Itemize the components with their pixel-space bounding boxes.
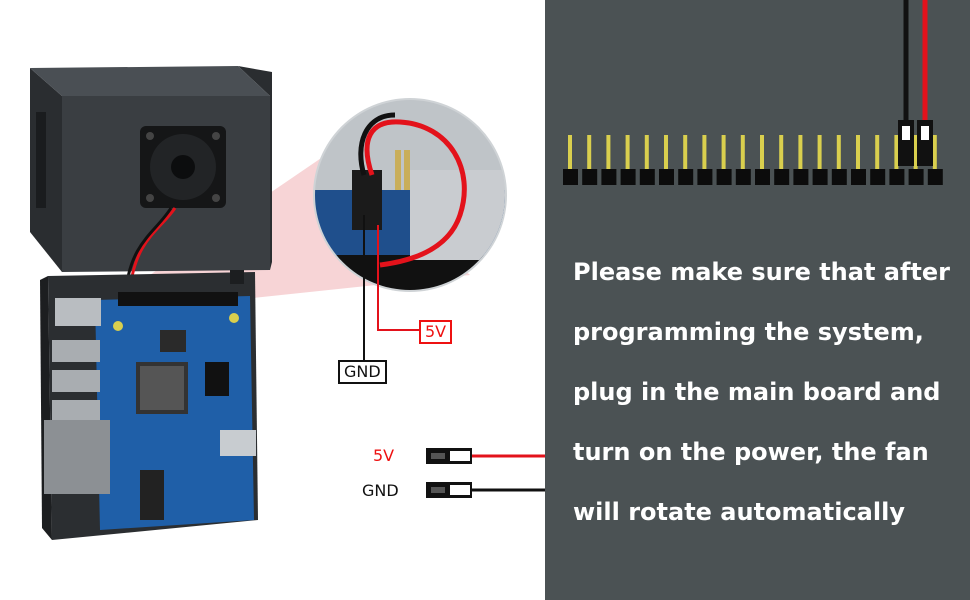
gpio-pin-base	[812, 169, 828, 185]
product-photo-panel: GND 5V 5V GND	[30, 66, 545, 540]
gpio-pin	[779, 135, 784, 169]
instruction-line: plug in the main board and	[573, 378, 941, 406]
usb-ports	[52, 298, 101, 422]
gpio-pin	[702, 135, 707, 169]
gpio-pin	[932, 135, 937, 169]
gpio-pin-base	[582, 169, 598, 185]
gpio-pin	[644, 135, 649, 169]
gpio-pin	[625, 135, 630, 169]
gpio-pin	[568, 135, 572, 169]
gpio-pin-base	[793, 169, 809, 185]
gpio-pin	[856, 135, 860, 169]
gpio-pin-base	[927, 169, 943, 185]
gpio-pin-base	[889, 169, 905, 185]
gpio-pin-base	[716, 169, 732, 185]
legend-gnd-connector	[426, 482, 545, 498]
gpio-pin-base	[774, 169, 790, 185]
gpio-pin-base	[831, 169, 847, 185]
gpio-header-diagram	[563, 0, 943, 185]
gpio-pin-base	[870, 169, 886, 185]
gpio-pin-base	[639, 169, 655, 185]
callout-gnd-label: GND	[338, 360, 387, 384]
gpio-pin-base	[908, 169, 924, 185]
gpio-pin	[740, 135, 745, 169]
instruction-line: turn on the power, the fan	[573, 438, 929, 466]
gpio-pin-base	[601, 169, 617, 185]
gpio-pin	[721, 135, 726, 169]
gpio-pin-base	[697, 169, 713, 185]
gpio-pin	[587, 135, 592, 169]
gpio-pin	[760, 135, 764, 169]
gpio-pin	[913, 135, 918, 169]
gpio-pin-base	[678, 169, 694, 185]
instruction-text: Please make sure that after programming …	[573, 242, 968, 542]
gpio-pin-base	[755, 169, 770, 185]
instruction-line: will rotate automatically	[573, 498, 905, 526]
gpio-pin-base	[735, 169, 751, 185]
gpio-pin	[817, 135, 822, 169]
cooling-fan	[140, 126, 226, 208]
zoom-circle	[313, 98, 507, 292]
gpio-pin-base	[659, 169, 674, 185]
gpio-pin	[894, 135, 899, 169]
gpio-pin-base	[851, 169, 866, 185]
gpio-pin	[875, 135, 880, 169]
gpio-pin-base	[563, 169, 578, 185]
gpio-pin	[798, 135, 803, 169]
ethernet-port	[44, 420, 110, 494]
legend-5v-label: 5V	[373, 446, 395, 465]
callout-5v-label: 5V	[419, 320, 453, 344]
header-connector-red	[917, 120, 933, 166]
legend-gnd-label: GND	[362, 481, 399, 500]
product-photo	[30, 66, 545, 540]
header-connector-black	[898, 120, 914, 166]
gpio-pins	[563, 135, 943, 185]
instruction-line: Please make sure that after	[573, 258, 951, 286]
gpio-pin	[836, 135, 841, 169]
gpio-pin	[683, 135, 688, 169]
gpio-pin	[664, 135, 668, 169]
gpio-pin-base	[620, 169, 636, 185]
gpio-pin	[606, 135, 611, 169]
instruction-line: programming the system,	[573, 318, 924, 346]
5v-leader-line	[377, 225, 419, 331]
instruction-panel: Please make sure that after programming …	[545, 0, 970, 600]
legend-5v-connector	[426, 448, 545, 464]
main-board	[95, 292, 256, 530]
